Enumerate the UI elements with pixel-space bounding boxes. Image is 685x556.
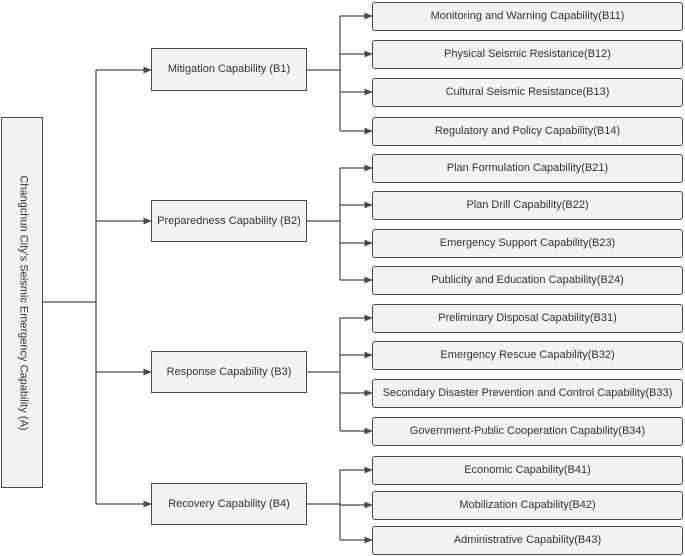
indicator-label: Cultural Seismic Resistance(B13) [445, 86, 610, 98]
root-node-label: Changchun City's Seismic Emergency Capab… [17, 175, 30, 431]
indicator-label: Secondary Disaster Prevention and Contro… [382, 387, 673, 399]
indicator-label: Plan Formulation Capability(B21) [446, 162, 609, 174]
indicator-label: Plan Drill Capability(B22) [466, 199, 589, 211]
indicator-node-b11: Monitoring and Warning Capability(B11) [372, 2, 683, 31]
indicator-label: Publicity and Education Capability(B24) [431, 274, 624, 286]
indicator-node-b14: Regulatory and Policy Capability(B14) [372, 117, 683, 146]
category-node-b4: Recovery Capability (B4) [151, 483, 307, 525]
category-node-b2: Preparedness Capability (B2) [151, 200, 307, 242]
indicator-node-b41: Economic Capability(B41) [372, 456, 683, 485]
category-node-b3: Response Capability (B3) [151, 351, 307, 393]
indicator-label: Emergency Rescue Capability(B32) [440, 349, 615, 361]
indicator-label: Preliminary Disposal Capability(B31) [438, 312, 617, 324]
indicator-node-b23: Emergency Support Capability(B23) [372, 229, 683, 258]
category-label: Preparedness Capability (B2) [157, 214, 301, 227]
indicator-node-b31: Preliminary Disposal Capability(B31) [372, 304, 683, 333]
category-label: Response Capability (B3) [166, 365, 292, 378]
indicator-label: Monitoring and Warning Capability(B11) [430, 10, 625, 22]
indicator-node-b43: Administrative Capability(B43) [372, 526, 683, 555]
category-node-b1: Mitigation Capability (B1) [151, 48, 307, 91]
indicator-node-b34: Government-Public Cooperation Capability… [372, 417, 683, 446]
indicator-node-b21: Plan Formulation Capability(B21) [372, 154, 683, 183]
indicator-node-b22: Plan Drill Capability(B22) [372, 191, 683, 220]
indicator-node-b33: Secondary Disaster Prevention and Contro… [372, 379, 683, 408]
category-label: Mitigation Capability (B1) [167, 63, 291, 75]
indicator-label: Economic Capability(B41) [464, 464, 591, 476]
indicator-label: Regulatory and Policy Capability(B14) [434, 125, 621, 137]
indicator-label: Administrative Capability(B43) [453, 534, 602, 546]
root-node: Changchun City's Seismic Emergency Capab… [1, 117, 43, 488]
indicator-label: Government-Public Cooperation Capability… [409, 425, 646, 437]
indicator-node-b32: Emergency Rescue Capability(B32) [372, 341, 683, 370]
category-label: Recovery Capability (B4) [168, 497, 290, 510]
indicator-label: Mobilization Capability(B42) [459, 499, 596, 511]
indicator-node-b13: Cultural Seismic Resistance(B13) [372, 78, 683, 107]
indicator-node-b12: Physical Seismic Resistance(B12) [372, 40, 683, 69]
indicator-node-b42: Mobilization Capability(B42) [372, 491, 683, 520]
indicator-label: Physical Seismic Resistance(B12) [444, 48, 611, 60]
indicator-label: Emergency Support Capability(B23) [439, 237, 616, 249]
indicator-node-b24: Publicity and Education Capability(B24) [372, 266, 683, 295]
